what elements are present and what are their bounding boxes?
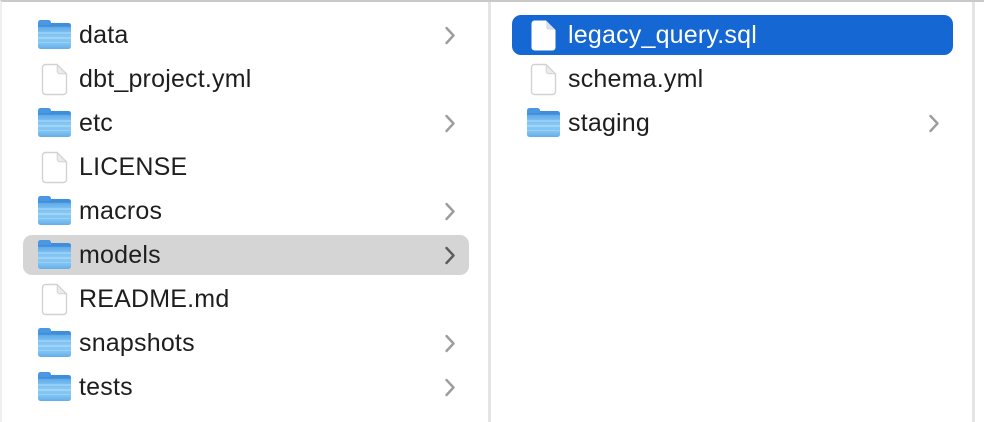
document-icon	[37, 283, 71, 316]
list-item-readme-md[interactable]: README.md	[23, 279, 469, 319]
item-label: legacy_query.sql	[568, 20, 757, 49]
list-item-legacy-query-sql[interactable]: legacy_query.sql	[512, 15, 953, 55]
folder-icon	[526, 107, 560, 137]
file-column-3	[975, 2, 984, 422]
chevron-right-icon	[444, 25, 456, 46]
folder-icon	[37, 239, 71, 269]
item-label: tests	[79, 372, 133, 401]
chevron-right-icon	[444, 113, 456, 134]
list-item-staging[interactable]: staging	[512, 103, 953, 143]
list-item-models[interactable]: models	[23, 235, 469, 275]
chevron-right-icon	[928, 113, 940, 134]
item-label: schema.yml	[568, 64, 704, 93]
item-label: models	[79, 240, 161, 269]
chevron-right-icon	[444, 201, 456, 222]
item-label: snapshots	[79, 328, 195, 357]
chevron-right-icon	[444, 333, 456, 354]
folder-icon	[37, 371, 71, 401]
document-icon	[37, 63, 71, 96]
item-label: etc	[79, 108, 113, 137]
folder-icon	[37, 107, 71, 137]
list-item-license[interactable]: LICENSE	[23, 147, 469, 187]
list-item-macros[interactable]: macros	[23, 191, 469, 231]
document-icon	[37, 151, 71, 184]
item-label: README.md	[79, 284, 230, 313]
list-item-schema-yml[interactable]: schema.yml	[512, 59, 953, 99]
folder-icon	[37, 327, 71, 357]
document-icon	[41, 63, 67, 95]
folder-icon	[37, 107, 71, 137]
folder-icon	[37, 195, 71, 225]
item-label: dbt_project.yml	[79, 64, 252, 93]
folder-icon	[37, 19, 71, 49]
chevron-right-icon	[444, 377, 456, 398]
list-item-data[interactable]: data	[23, 15, 469, 55]
document-icon	[41, 151, 67, 183]
file-column-1: data dbt_project.yml etc LICENSE	[2, 2, 491, 422]
list-item-etc[interactable]: etc	[23, 103, 469, 143]
document-icon	[526, 63, 560, 96]
document-icon	[530, 63, 556, 95]
folder-icon	[37, 327, 71, 357]
document-icon	[531, 20, 555, 50]
folder-icon	[37, 19, 71, 49]
folder-icon	[526, 107, 560, 137]
folder-icon	[37, 239, 71, 269]
document-icon	[526, 19, 560, 52]
list-item-dbt-project-yml[interactable]: dbt_project.yml	[23, 59, 469, 99]
file-column-2: legacy_query.sql schema.yml staging	[491, 2, 975, 422]
item-label: macros	[79, 196, 163, 225]
item-label: data	[79, 20, 129, 49]
list-item-snapshots[interactable]: snapshots	[23, 323, 469, 363]
item-label: LICENSE	[79, 152, 188, 181]
chevron-right-icon	[444, 245, 456, 266]
document-icon	[41, 283, 67, 315]
folder-icon	[37, 195, 71, 225]
list-item-tests[interactable]: tests	[23, 367, 469, 407]
folder-icon	[37, 371, 71, 401]
item-label: staging	[568, 108, 651, 137]
